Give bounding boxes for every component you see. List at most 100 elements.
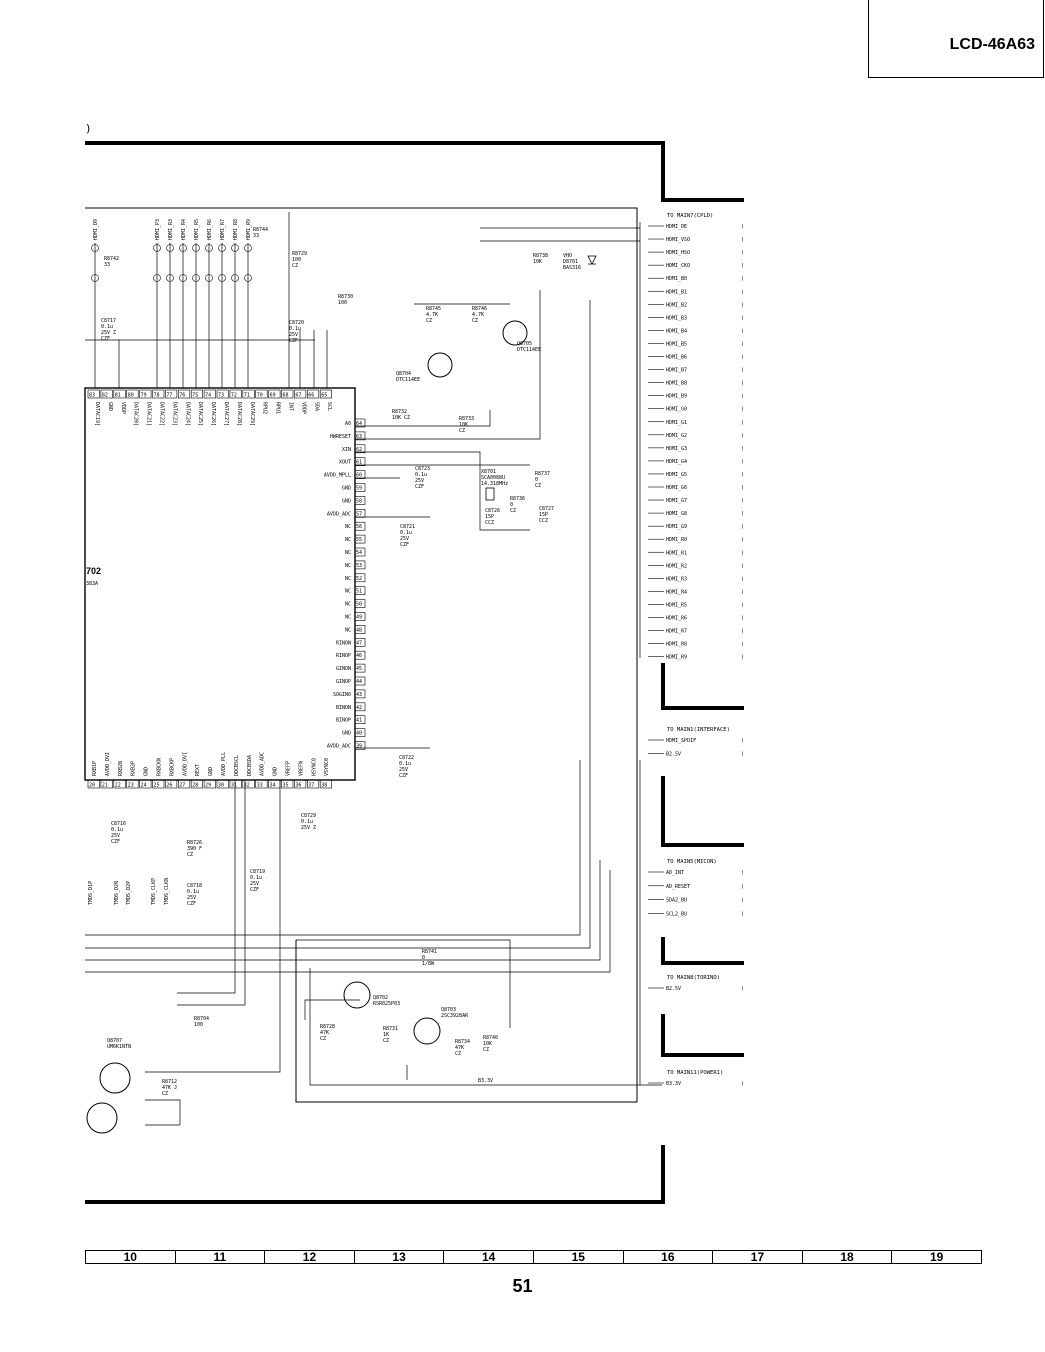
component-label: CZ bbox=[535, 483, 541, 489]
connector-signal: SDA2_BU bbox=[666, 898, 687, 904]
component-label: 25V bbox=[111, 833, 120, 839]
right-pin-name: BINON bbox=[336, 705, 351, 711]
right-pin-box bbox=[354, 689, 366, 699]
connector-paren: ) bbox=[741, 498, 744, 504]
top-pin-name: SCL bbox=[326, 402, 332, 411]
connector-paren: ) bbox=[741, 1081, 744, 1087]
connector-paren: ) bbox=[741, 315, 744, 321]
connector-paren: ) bbox=[741, 276, 744, 282]
component-label: 100 bbox=[338, 300, 347, 306]
right-pin-box bbox=[354, 573, 366, 583]
component-label: 10K CZ bbox=[392, 415, 410, 421]
component-label: 0 bbox=[422, 955, 425, 961]
bottom-pin-box bbox=[255, 779, 268, 789]
right-pin-box bbox=[354, 560, 366, 570]
q8707-dual-mosfet-icon bbox=[99, 1062, 131, 1094]
right-pin-name: NC bbox=[345, 576, 351, 582]
connector-signal: HDMI_B3 bbox=[666, 315, 687, 321]
connector-signal: HDMI_B6 bbox=[666, 355, 687, 361]
component-label: CZ bbox=[510, 508, 516, 514]
connector-blocks: TO MAIN7(CPLD)HDMI_DE)HDMI_VSO)HDMI_HSO)… bbox=[648, 213, 744, 1087]
connector-signal: HDMI_B7 bbox=[666, 368, 687, 374]
top-pin-box bbox=[306, 389, 320, 399]
connector-signal: B2.5V bbox=[666, 752, 681, 758]
component-label: R8712 bbox=[162, 1079, 177, 1085]
right-pin-box bbox=[354, 444, 366, 454]
component-label: DTC114EE bbox=[517, 347, 541, 353]
bottom-pin-name: RXB2N bbox=[118, 761, 124, 776]
component-label: R8742 bbox=[104, 256, 119, 262]
right-pin-name: GINON bbox=[336, 666, 351, 672]
right-pin-box bbox=[354, 599, 366, 608]
component-label: R8726 bbox=[187, 840, 202, 846]
component-label: 100 bbox=[194, 1022, 203, 1028]
right-pin-box bbox=[354, 728, 366, 737]
bottom-pin-name: REXT bbox=[195, 764, 201, 776]
top-pin-box bbox=[152, 389, 165, 399]
component-label: 47K bbox=[320, 1030, 329, 1036]
right-pin-box bbox=[354, 496, 366, 505]
top-pin-box bbox=[190, 389, 203, 399]
bottom-pin-number: 38 bbox=[321, 783, 327, 789]
right-pin-number: 41 bbox=[356, 718, 362, 724]
connector-title: TO MAIN1(INTERFACE) bbox=[667, 727, 730, 733]
component-label: 0.1u bbox=[400, 530, 412, 536]
top-pin-box bbox=[126, 389, 139, 399]
component-label: 25V Z bbox=[301, 825, 316, 831]
grid-cell: 16 bbox=[624, 1251, 714, 1263]
top-signal-label: HDMI_R4 bbox=[181, 219, 187, 240]
bottom-pin-name: RXBCKN bbox=[157, 758, 163, 776]
component-label: C8722 bbox=[399, 755, 414, 761]
q8704-transistor-icon bbox=[427, 352, 453, 378]
component-label: 0.1u bbox=[101, 324, 113, 330]
component-label: R8744 bbox=[253, 227, 268, 233]
bottom-pin-number: 30 bbox=[218, 783, 224, 789]
connector-signal: HDMI_R9 bbox=[666, 655, 687, 661]
connector-signal: B2.5V bbox=[666, 986, 681, 992]
component-label: 33 bbox=[104, 262, 110, 268]
component-label: 25V bbox=[399, 767, 408, 773]
right-pin-name: A0 bbox=[345, 421, 351, 427]
right-pin-number: 43 bbox=[356, 692, 362, 698]
connector-paren: ) bbox=[741, 870, 744, 876]
top-pin-name: VDDP bbox=[120, 402, 126, 414]
component-label: CZ bbox=[162, 1091, 168, 1097]
component-label: CZ bbox=[455, 1051, 461, 1057]
component-label: 47K bbox=[455, 1045, 464, 1051]
connector-signal: HDMI_SPDIF bbox=[666, 738, 696, 744]
bottom-pin-name: AVDD_PLL bbox=[221, 752, 227, 776]
component-label: R8734 bbox=[455, 1039, 470, 1045]
top-signal-label: HDMI_R3 bbox=[168, 219, 174, 240]
connector-paren: ) bbox=[741, 898, 744, 904]
right-pin-number: 46 bbox=[356, 653, 362, 659]
right-pin-number: 58 bbox=[356, 498, 362, 504]
component-label: C8720 bbox=[289, 320, 304, 326]
ic-ref: 702 bbox=[86, 566, 101, 576]
right-pin-box bbox=[354, 637, 366, 647]
right-pin-name: NC bbox=[345, 615, 351, 621]
connector-signal: HDMI_B8 bbox=[666, 381, 687, 387]
connector-paren: ) bbox=[741, 381, 744, 387]
top-pin-box bbox=[255, 389, 268, 399]
connector-title: TO MAIN7(CPLD) bbox=[667, 213, 713, 219]
right-pin-number: 57 bbox=[356, 511, 362, 517]
component-label: DTC114EE bbox=[396, 377, 420, 383]
component-label: CZF bbox=[250, 887, 259, 893]
right-pin-number: 63 bbox=[356, 434, 362, 440]
right-pin-name: GND bbox=[342, 498, 351, 504]
top-pin-name: GND bbox=[107, 402, 113, 411]
top-pin-box bbox=[268, 389, 281, 399]
connector-paren: ) bbox=[741, 655, 744, 661]
bottom-pin-box bbox=[319, 779, 333, 789]
connector-signal: HDMI_G7 bbox=[666, 498, 687, 504]
connector-signal: HDMI_B2 bbox=[666, 302, 687, 308]
bottom-pin-box bbox=[216, 779, 229, 789]
top-pin-number: 81 bbox=[115, 393, 121, 399]
component-label: R8745 bbox=[426, 306, 441, 312]
bottom-pin-name: RXB2P bbox=[131, 761, 137, 776]
component-label: 10K bbox=[483, 1041, 492, 1047]
connector-paren: ) bbox=[741, 485, 744, 491]
bottom-pin-number: 20 bbox=[89, 783, 95, 789]
